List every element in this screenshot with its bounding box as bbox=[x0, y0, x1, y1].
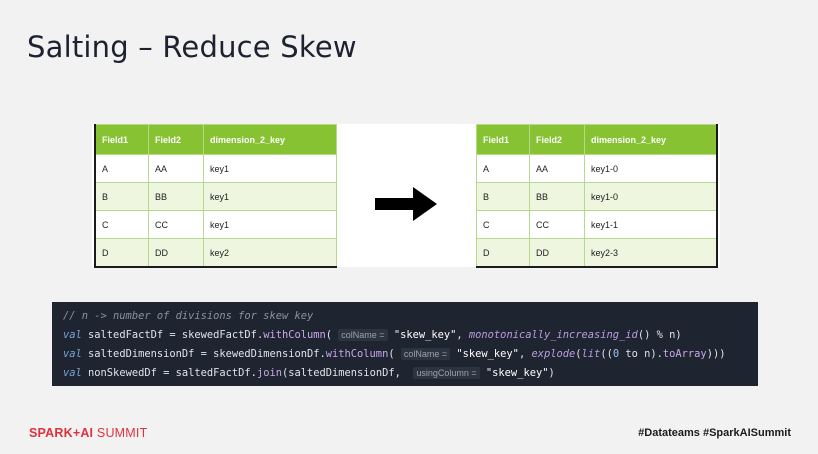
table-cell: key1 bbox=[203, 182, 337, 211]
table-cell: A bbox=[476, 154, 530, 183]
column-header-field2: Field2 bbox=[148, 124, 204, 155]
table-cell: key2 bbox=[203, 238, 337, 268]
slide-title: Salting – Reduce Skew bbox=[27, 30, 357, 64]
table-row: B BB key1 bbox=[94, 182, 337, 211]
table-cell: key1 bbox=[203, 210, 337, 239]
column-header-field1: Field1 bbox=[476, 124, 530, 155]
code-line-2: val saltedFactDf = skewedFactDf.withColu… bbox=[63, 329, 682, 341]
code-method: withColumn bbox=[263, 329, 326, 341]
table-cell: C bbox=[94, 210, 149, 239]
parameter-hint: usingColumn = bbox=[413, 367, 480, 379]
table-cell: BB bbox=[148, 182, 204, 211]
table-row: B BB key1-0 bbox=[476, 182, 718, 211]
code-text: ))) bbox=[706, 348, 726, 360]
left-table: Field1 Field2 dimension_2_key A AA key1 … bbox=[94, 124, 337, 268]
table-row: A AA key1 bbox=[94, 154, 337, 183]
right-table: Field1 Field2 dimension_2_key A AA key1-… bbox=[476, 124, 718, 268]
table-cell: AA bbox=[529, 154, 585, 183]
code-text: ( bbox=[325, 329, 339, 341]
code-text: ) bbox=[548, 367, 555, 379]
table-cell: D bbox=[476, 238, 530, 268]
code-text: to n). bbox=[619, 348, 663, 360]
table-cell: C bbox=[476, 210, 530, 239]
code-function: lit bbox=[581, 348, 601, 360]
column-header-field2: Field2 bbox=[529, 124, 585, 155]
table-cell: key1-0 bbox=[584, 182, 718, 211]
parameter-hint: colName = bbox=[400, 348, 451, 360]
code-keyword: val bbox=[63, 348, 82, 360]
code-keyword: val bbox=[63, 329, 82, 341]
code-comment: // n -> number of divisions for skew key bbox=[63, 310, 314, 322]
table-cell: key1 bbox=[203, 154, 337, 183]
table-cell: BB bbox=[529, 182, 585, 211]
code-function: monotonically_increasing_id bbox=[468, 329, 638, 341]
table-header-row: Field1 Field2 dimension_2_key bbox=[94, 124, 337, 155]
table-cell: D bbox=[94, 238, 149, 268]
code-string: "skew_key" bbox=[387, 329, 457, 341]
code-line-1: // n -> number of divisions for skew key bbox=[63, 310, 313, 322]
column-header-dimension-key: dimension_2_key bbox=[584, 124, 718, 155]
code-line-3: val saltedDimensionDf = skewedDimensionD… bbox=[63, 348, 725, 360]
tables-panel: Field1 Field2 dimension_2_key A AA key1 … bbox=[92, 124, 720, 268]
table-cell: B bbox=[94, 182, 149, 211]
table-row: C CC key1 bbox=[94, 210, 337, 239]
table-cell: AA bbox=[148, 154, 204, 183]
column-header-dimension-key: dimension_2_key bbox=[203, 124, 337, 155]
table-cell: CC bbox=[529, 210, 585, 239]
spark-ai-summit-logo: SPARK+AI SUMMIT bbox=[29, 426, 147, 440]
code-text: ( bbox=[575, 348, 582, 360]
code-method: join bbox=[256, 367, 282, 379]
code-keyword: val bbox=[63, 367, 82, 379]
table-row: A AA key1-0 bbox=[476, 154, 718, 183]
parameter-hint: colName = bbox=[338, 329, 388, 341]
code-method: toArray bbox=[662, 348, 707, 360]
code-function: explode bbox=[531, 348, 576, 360]
logo-light-text: SUMMIT bbox=[93, 426, 148, 440]
table-cell: key2-3 bbox=[584, 238, 718, 268]
code-text: (( bbox=[600, 348, 613, 360]
table-row: D DD key2 bbox=[94, 238, 337, 268]
table-cell: B bbox=[476, 182, 530, 211]
code-method: withColumn bbox=[325, 348, 389, 360]
code-text: , bbox=[456, 329, 469, 341]
table-row: C CC key1-1 bbox=[476, 210, 718, 239]
footer-hashtags: #Datateams #SparkAISummit bbox=[638, 427, 791, 439]
code-text: (saltedDimensionDf, bbox=[281, 367, 414, 379]
right-arrow-icon bbox=[375, 187, 437, 221]
table-cell: DD bbox=[148, 238, 204, 268]
table-cell: key1-1 bbox=[584, 210, 718, 239]
table-cell: key1-0 bbox=[584, 154, 718, 183]
code-text: saltedFactDf = skewedFactDf. bbox=[81, 329, 264, 341]
table-row: D DD key2-3 bbox=[476, 238, 718, 268]
table-cell: CC bbox=[148, 210, 204, 239]
code-string: "skew_key" bbox=[479, 367, 549, 379]
code-line-4: val nonSkewedDf = saltedFactDf.join(salt… bbox=[63, 367, 555, 379]
code-number: 0 bbox=[612, 348, 620, 360]
table-cell: DD bbox=[529, 238, 585, 268]
code-text: ( bbox=[388, 348, 401, 360]
column-header-field1: Field1 bbox=[94, 124, 149, 155]
code-text: saltedDimensionDf = skewedDimensionDf. bbox=[81, 348, 326, 360]
code-block: // n -> number of divisions for skew key… bbox=[52, 302, 758, 386]
code-text: () % n) bbox=[637, 329, 682, 341]
logo-bold-text: SPARK+AI bbox=[29, 426, 94, 440]
code-text: nonSkewedDf = saltedFactDf. bbox=[81, 367, 257, 379]
code-string: "skew_key" bbox=[450, 348, 519, 360]
table-cell: A bbox=[94, 154, 149, 183]
table-header-row: Field1 Field2 dimension_2_key bbox=[476, 124, 718, 155]
code-text: , bbox=[518, 348, 532, 360]
